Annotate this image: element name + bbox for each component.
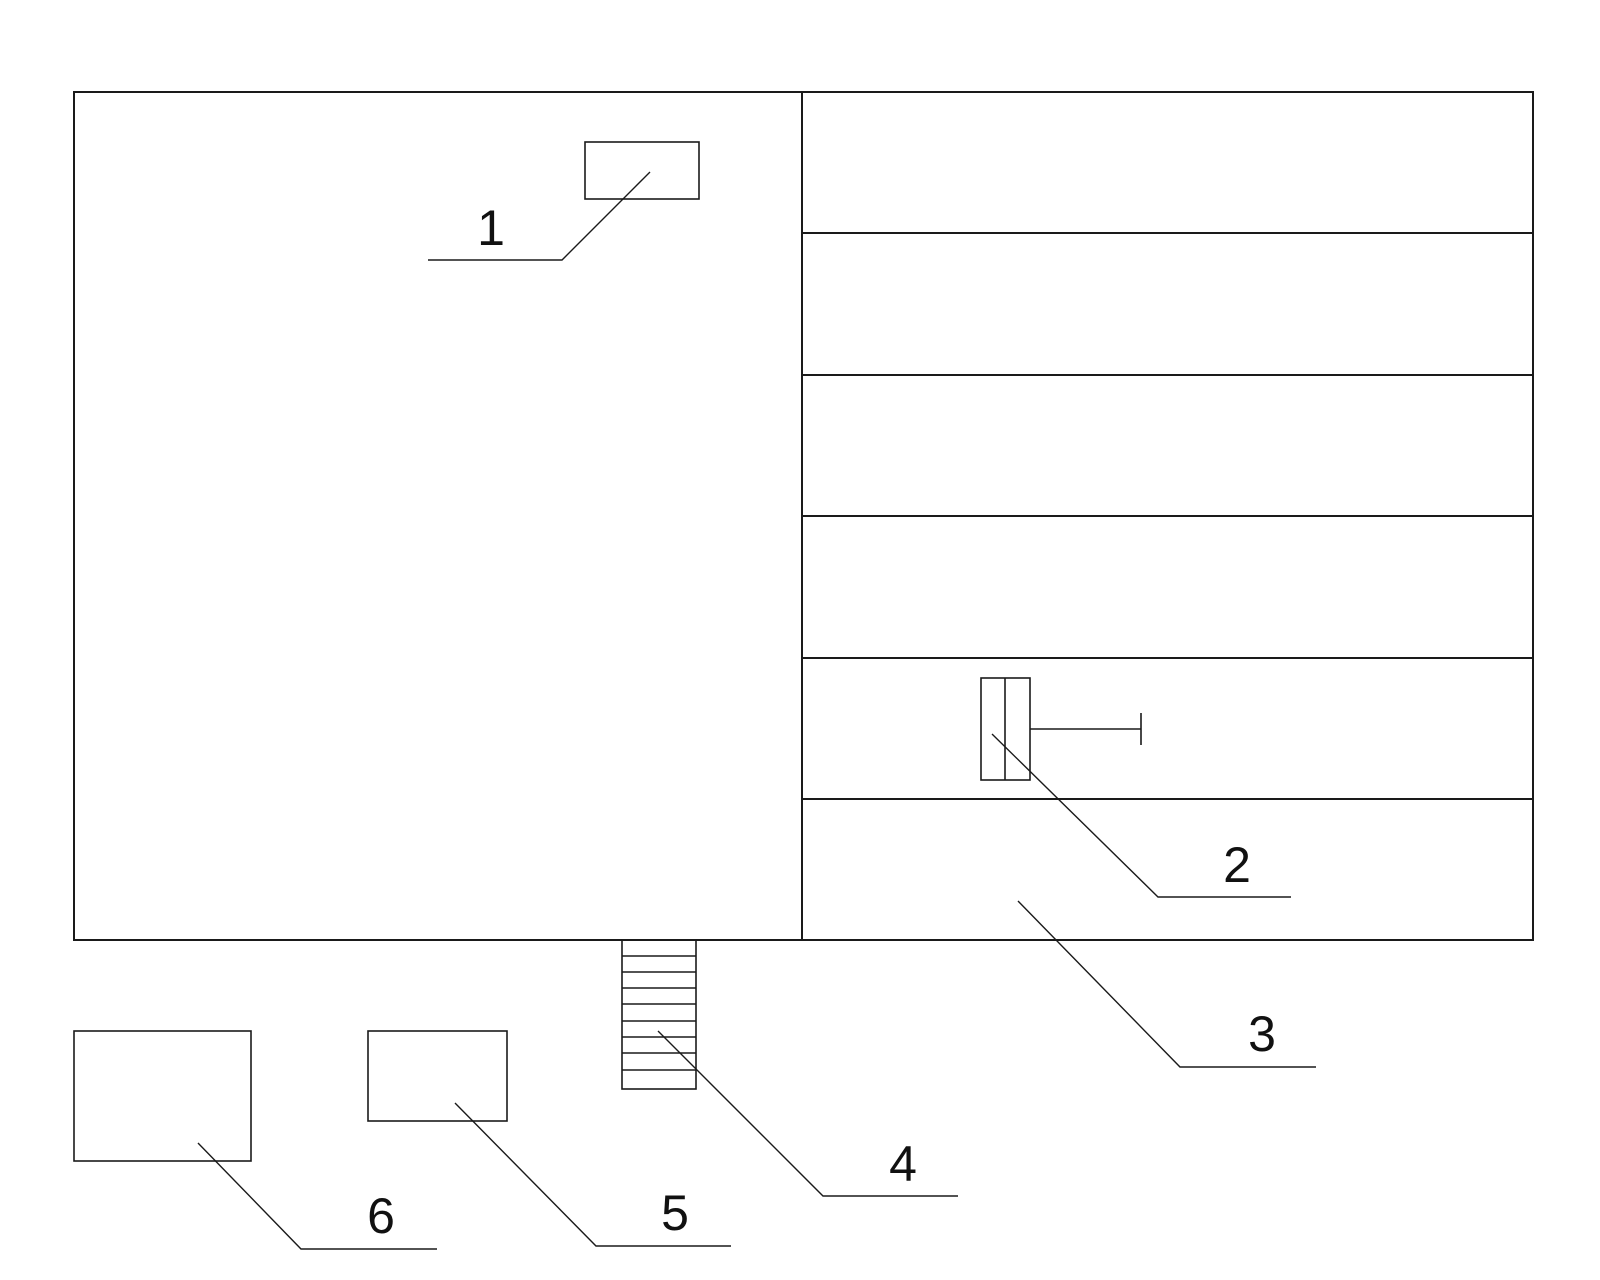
component-2-holder (980, 677, 1142, 781)
label-1: 1 (477, 200, 505, 256)
label-5: 5 (661, 1185, 689, 1241)
component-5-box (367, 1030, 508, 1122)
label-3: 3 (1248, 1006, 1276, 1062)
leader-line-3 (1017, 900, 1316, 1068)
leader-line-6 (197, 1142, 437, 1250)
leader-line-1 (428, 171, 651, 261)
label-6: 6 (367, 1188, 395, 1244)
leader-line-4 (657, 1030, 958, 1197)
component-1-box (584, 141, 700, 200)
leader-line-5 (454, 1102, 731, 1247)
leader-line-2 (991, 733, 1291, 898)
label-4: 4 (889, 1136, 917, 1192)
component-6-box (73, 1030, 252, 1162)
component-4-ladder (621, 939, 697, 1090)
label-2: 2 (1223, 837, 1251, 893)
